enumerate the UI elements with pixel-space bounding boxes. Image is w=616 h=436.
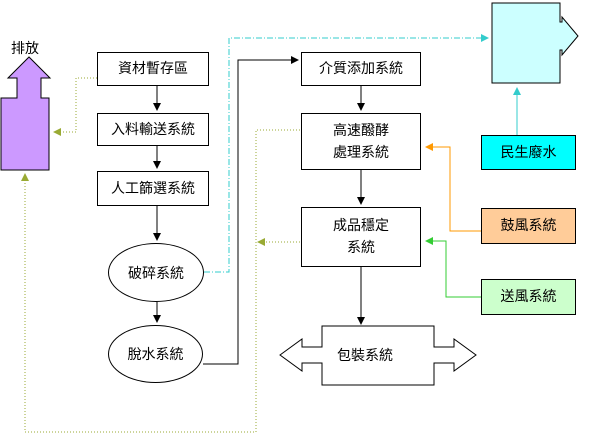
additive-box[interactable]: 介質添加系統 — [301, 52, 421, 86]
blower-box[interactable]: 鼓風系統 — [481, 208, 576, 244]
exhaust-arrow-shape — [0, 56, 52, 171]
main-flow-lines — [153, 56, 365, 365]
supply-fan-box[interactable]: 送風系統 — [481, 279, 576, 315]
crushing-oval[interactable]: 破碎系統 — [108, 243, 204, 302]
stabilization-box[interactable]: 成品穩定 系統 — [301, 207, 421, 267]
packaging-arrow-shape — [279, 325, 477, 386]
odor-line — [204, 34, 489, 273]
exhaust-lines — [21, 77, 300, 433]
kitchen-waste-box[interactable]: 民生廢水 — [481, 135, 576, 170]
sorting-box[interactable]: 人工篩選系統 — [97, 171, 209, 206]
storage-box[interactable]: 資材暫存區 — [97, 52, 209, 86]
blower-line — [425, 143, 481, 232]
fermentation-box[interactable]: 高速醱酵 處理系統 — [301, 113, 421, 170]
supply-line — [425, 237, 481, 298]
dewatering-oval[interactable]: 脫水系統 — [108, 325, 203, 383]
exhaust-label: 排放 — [11, 41, 39, 57]
packaging-label: 包裝系統 — [337, 348, 393, 364]
waste-sink-shape — [491, 2, 579, 84]
feed-conveyor-box[interactable]: 入料輸送系統 — [97, 113, 209, 146]
